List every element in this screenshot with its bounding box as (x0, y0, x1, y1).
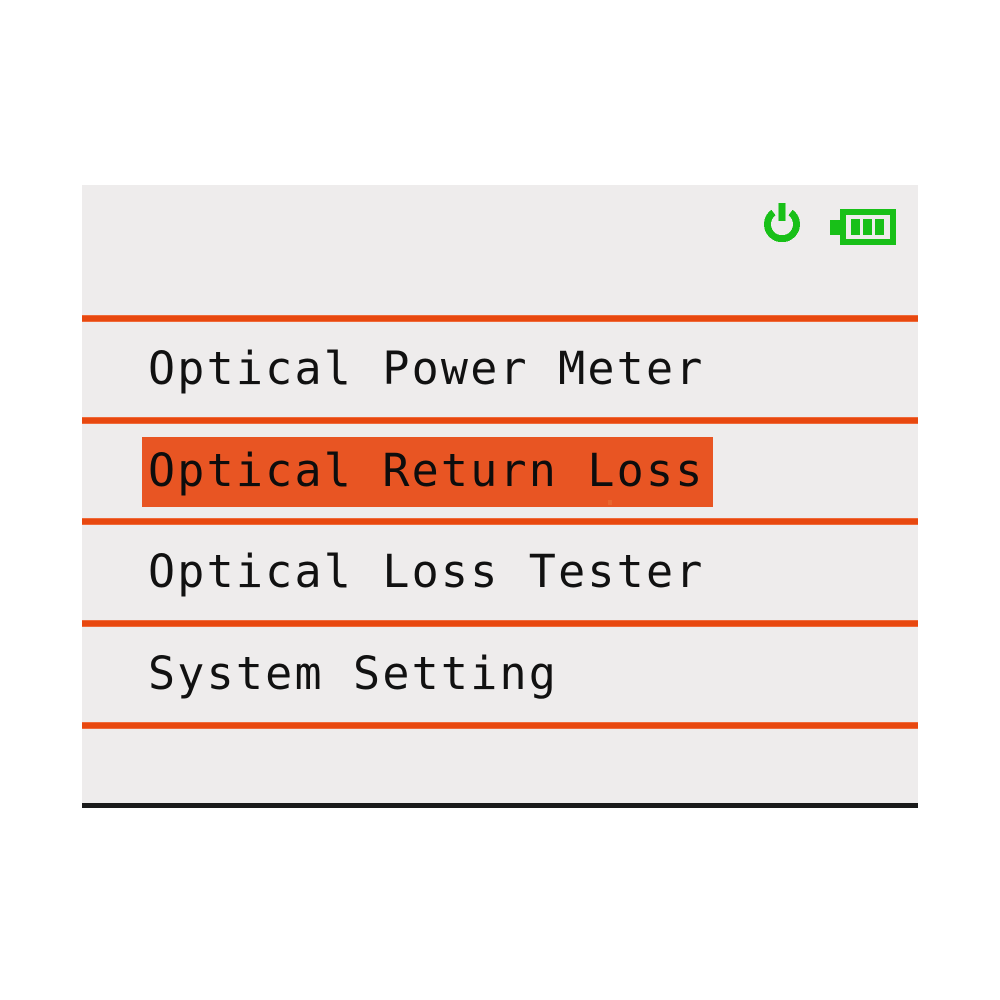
menu-item-label: Optical Loss Tester (148, 544, 705, 598)
menu-item-optical-return-loss[interactable]: Optical Return Loss (82, 424, 918, 519)
menu-item-optical-loss-tester[interactable]: Optical Loss Tester (82, 525, 918, 620)
menu-item-label: Optical Power Meter (148, 341, 705, 395)
menu-item-system-setting[interactable]: System Setting (82, 627, 918, 722)
menu-item-label: Optical Return Loss (142, 436, 713, 507)
menu-separator (82, 417, 918, 424)
menu-separator (82, 620, 918, 627)
pixel-artifact (608, 500, 612, 505)
power-icon (764, 203, 800, 243)
menu-separator (82, 722, 918, 729)
menu-separator (82, 315, 918, 322)
menu-separator (82, 518, 918, 525)
status-bar (82, 185, 918, 315)
device-screen: Optical Power Meter Optical Return Loss … (82, 185, 918, 808)
menu-item-label: System Setting (148, 646, 559, 700)
battery-icon (830, 209, 896, 245)
menu-item-optical-power-meter[interactable]: Optical Power Meter (82, 322, 918, 417)
